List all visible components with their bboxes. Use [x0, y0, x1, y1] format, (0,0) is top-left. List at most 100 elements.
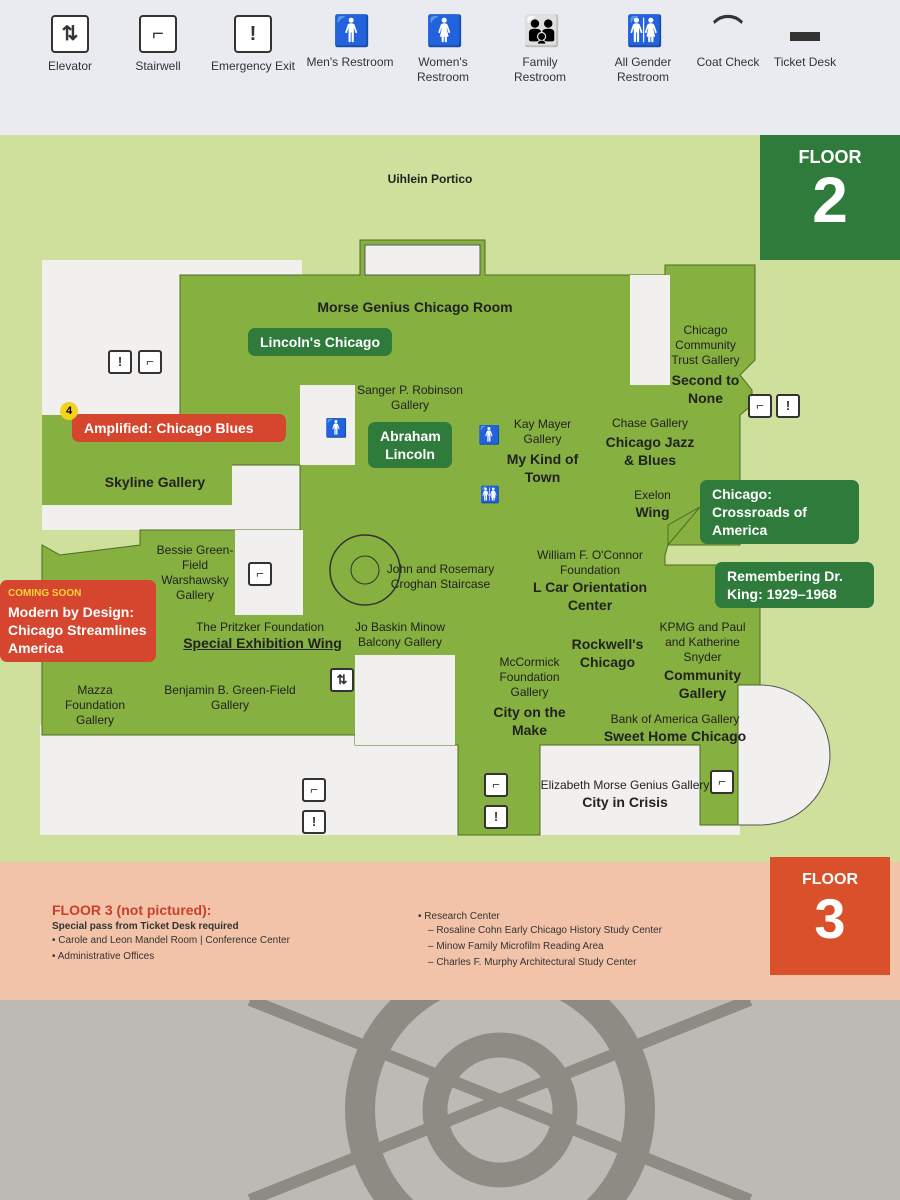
stairwell-icon: ⌐	[748, 394, 772, 418]
stairwell-icon: ⌐	[139, 15, 177, 53]
mens-restroom-icon: 🚹	[478, 425, 501, 445]
room-skyline-gallery: Skyline Gallery	[104, 474, 206, 490]
stairwell-icon: ⌐	[138, 350, 162, 374]
room-oconnor-sub: William F. O'Connor Foundation	[537, 548, 643, 577]
compass-shadow	[247, 1000, 753, 1200]
emergency-exit-icon: !	[108, 350, 132, 374]
callout-amplified-chicago-blues[interactable]: Amplified: Chicago Blues	[72, 414, 286, 442]
emergency-exit-icon: !	[484, 805, 508, 829]
floor-3-badge: FLOOR 3	[770, 857, 890, 975]
stairwell-icon: ⌐	[484, 773, 508, 797]
floor-3-item: • Administrative Offices	[52, 951, 155, 962]
white-area-lobby	[300, 385, 355, 465]
floor-3-info: FLOOR 3 (not pictured): Special pass fro…	[0, 862, 900, 1000]
mens-restroom-icon: 🚹	[333, 15, 371, 48]
callout-lincolns-chicago[interactable]: Lincoln's Chicago	[248, 328, 393, 356]
floor-3-research-center: • Research Center	[418, 911, 500, 922]
floor-2-badge: FLOOR 2	[760, 135, 900, 260]
ticket-desk-icon: ▬	[790, 15, 820, 48]
elevator-icon: ⇅	[51, 15, 89, 53]
emergency-exit-icon: !	[234, 15, 272, 53]
elevator-icon: ⇅	[330, 668, 354, 692]
floor-3-research-item: – Charles F. Murphy Architectural Study …	[428, 957, 637, 968]
legend-stairwell: ⌐ Stairwell	[113, 15, 203, 74]
callout-abraham-lincoln[interactable]: Abraham Lincoln	[368, 422, 452, 468]
legend-coat-check: ⌒Coat Check	[688, 15, 768, 70]
legend-label: Family Restroom	[513, 55, 566, 84]
coming-soon-label: COMING SOON	[8, 588, 82, 599]
legend-label: Coat Check	[696, 55, 760, 69]
white-area-center	[355, 655, 455, 745]
floor-label: FLOOR	[802, 871, 858, 888]
legend-elevator: ⇅ Elevator	[25, 15, 115, 74]
legend-label: Emergency Exit	[210, 59, 296, 73]
floor-3-note: Special pass from Ticket Desk required	[52, 921, 239, 932]
compass-center	[422, 1032, 578, 1188]
room-cct-sub: Chicago Community Trust Gallery	[671, 323, 740, 367]
room-pritzker-sub: The Pritzker Foundation	[195, 620, 325, 634]
room-greenfield-gallery: Benjamin B. Green-Field Gallery	[164, 683, 296, 712]
room-rockwells-chicago: Rockwell's Chicago	[571, 636, 644, 670]
family-restroom-icon: 👪	[523, 15, 561, 48]
legend-mens-restroom: 🚹 Men's Restroom	[305, 15, 395, 70]
legend-label: Ticket Desk	[773, 55, 837, 69]
callout-modern-by-design[interactable]: COMING SOON Modern by Design: Chicago St…	[0, 580, 156, 662]
callout-chicago-crossroads[interactable]: Chicago: Crossroads of America	[700, 480, 859, 544]
stairwell-icon: ⌐	[302, 778, 326, 802]
room-city-on-the-make: City on the Make	[493, 704, 566, 738]
room-second-to-none: Second to None	[671, 372, 740, 406]
room-morse-genius: Morse Genius Chicago Room	[317, 299, 513, 315]
womens-restroom-icon: 🚺	[426, 15, 464, 48]
room-sanger-robinson: Sanger P. Robinson Gallery	[357, 383, 463, 412]
white-area-east	[630, 275, 670, 385]
room-special-exhibition-wing: Special Exhibition Wing	[183, 635, 342, 651]
emergency-exit-icon: !	[302, 810, 326, 834]
floor-3-research-item: – Rosaline Cohn Early Chicago History St…	[428, 925, 662, 936]
floor-2-map	[40, 239, 831, 836]
floor-number: 3	[814, 887, 846, 950]
legend-label: Elevator	[47, 59, 93, 73]
floor-label: FLOOR	[798, 147, 862, 167]
room-my-kind-of-town: My Kind of Town	[506, 451, 579, 485]
room-emg-sub: Elizabeth Morse Genius Gallery	[540, 778, 710, 792]
legend-label: Men's Restroom	[306, 55, 394, 69]
room-croghan-staircase: John and Rosemary Croghan Staircase	[386, 562, 495, 591]
legend-family-restroom: 👪 Family Restroom	[495, 15, 585, 85]
floor-3-item: • Carole and Leon Mandel Room | Conferen…	[52, 935, 290, 946]
spiral-staircase	[329, 534, 401, 606]
room-l-car-orientation: L Car Orientation Center	[532, 579, 648, 613]
legend-label: All Gender Restroom	[614, 55, 672, 84]
room-kay-mayer-sub: Kay Mayer Gallery	[513, 417, 572, 446]
legend-all-gender-restroom: 🚻 All Gender Restroom	[598, 15, 688, 85]
floor-number: 2	[812, 164, 848, 236]
portico-steps	[364, 244, 481, 276]
stairwell-icon: ⌐	[710, 770, 734, 794]
room-bessie-warshawsky: Bessie Green-Field Warshawsky Gallery	[156, 543, 234, 602]
rotunda	[737, 684, 831, 826]
floor-3-title: FLOOR 3 (not pictured):	[52, 902, 212, 918]
all-gender-restroom-icon: 🚻	[480, 487, 500, 504]
legend-ticket-desk: ▬ Ticket Desk	[770, 15, 840, 70]
room-city-in-crisis: City in Crisis	[582, 794, 668, 810]
room-community-gallery: Community Gallery	[664, 667, 741, 701]
compass-ray	[247, 1000, 753, 1200]
stairwell-icon: ⌐	[248, 562, 272, 586]
legend-label: Women's Restroom	[416, 55, 469, 84]
room-mccormick-sub: McCormick Foundation Gallery	[499, 655, 560, 699]
floor-3-research-item: – Minow Family Microfilm Reading Area	[428, 941, 604, 952]
room-boa-sub: Bank of America Gallery	[610, 712, 740, 726]
emergency-exit-icon: !	[776, 394, 800, 418]
room-chicago-jazz-blues: Chicago Jazz & Blues	[605, 434, 695, 468]
modern-by-design-title: Modern by Design: Chicago Streamlines Am…	[8, 604, 147, 656]
all-gender-restroom-icon: 🚻	[626, 15, 664, 48]
callout-remembering-dr-king[interactable]: Remembering Dr. King: 1929–1968	[715, 562, 874, 608]
room-sweet-home-chicago: Sweet Home Chicago	[603, 728, 747, 744]
room-kpmg-sub: KPMG and Paul and Katherine Snyder	[659, 620, 746, 664]
mens-restroom-icon: 🚹	[325, 418, 348, 438]
room-chase-sub: Chase Gallery	[611, 416, 689, 430]
legend-bar: ⇅ Elevator ⌐ Stairwell ! Emergency Exit 🚹 Me…	[0, 0, 900, 135]
legend-label: Stairwell	[135, 59, 181, 73]
spiral-core	[350, 555, 380, 585]
exhibit-number-badge: 4	[60, 402, 78, 420]
room-uihlein-portico: Uihlein Portico	[387, 172, 473, 186]
